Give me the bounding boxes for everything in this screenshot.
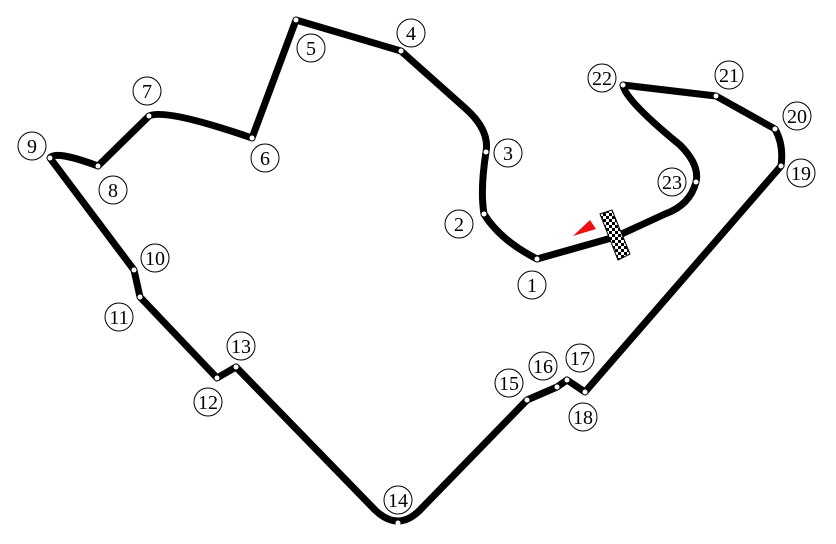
- corner-label-5: 5: [306, 38, 316, 60]
- corner-marker-16: [554, 384, 560, 390]
- corner-marker-7: [146, 113, 152, 119]
- direction-arrow-icon: [573, 220, 596, 236]
- corner-label-circle: [528, 351, 558, 381]
- corner-label-18: 18: [573, 407, 593, 429]
- corner-label-circle: [786, 158, 816, 188]
- corner-label-circle: [568, 402, 598, 432]
- corner-label-circle: [98, 175, 128, 205]
- corner-label-circle: [565, 343, 595, 373]
- corner-marker-10: [131, 267, 137, 273]
- corner-label-circle: [250, 143, 280, 173]
- corner-label-circle: [104, 302, 134, 332]
- corner-marker-9: [47, 155, 53, 161]
- corner-label-circle: [383, 485, 413, 515]
- corner-label-3: 3: [503, 143, 513, 165]
- corner-label-circle: [493, 138, 523, 168]
- corner-label-23: 23: [662, 172, 682, 194]
- corner-marker-21: [713, 93, 719, 99]
- corner-label-7: 7: [142, 81, 152, 103]
- corner-marker-2: [481, 211, 487, 217]
- corner-marker-19: [778, 163, 784, 169]
- corner-marker-22: [620, 82, 626, 88]
- corner-marker-4: [398, 48, 404, 54]
- corner-marker-13: [233, 364, 239, 370]
- corner-label-circle: [517, 270, 547, 300]
- corner-label-11: 11: [109, 307, 128, 329]
- corner-label-circle: [587, 63, 617, 93]
- corner-label-circle: [396, 18, 426, 48]
- corner-label-16: 16: [533, 356, 553, 378]
- corner-marker-12: [214, 375, 220, 381]
- corner-label-13: 13: [231, 336, 251, 358]
- corner-marker-8: [95, 163, 101, 169]
- corner-label-circle: [714, 60, 744, 90]
- corner-marker-11: [137, 294, 143, 300]
- corner-label-22: 22: [592, 68, 612, 90]
- corner-marker-20: [772, 126, 778, 132]
- corner-label-circle: [132, 76, 162, 106]
- corner-label-circle: [494, 368, 524, 398]
- corner-label-circle: [444, 209, 474, 239]
- corner-label-4: 4: [406, 23, 416, 45]
- corner-label-circle: [782, 101, 812, 131]
- corner-label-circle: [296, 33, 326, 63]
- corner-label-21: 21: [719, 65, 739, 87]
- corner-marker-17: [564, 377, 570, 383]
- corner-marker-6: [249, 135, 255, 141]
- corner-label-20: 20: [787, 106, 807, 128]
- corner-label-circle: [140, 243, 170, 273]
- corner-label-6: 6: [260, 148, 270, 170]
- corner-marker-5: [293, 17, 299, 23]
- corner-label-circle: [657, 167, 687, 197]
- corner-marker-15: [524, 397, 530, 403]
- corner-marker-1: [534, 256, 540, 262]
- corner-label-9: 9: [27, 136, 37, 158]
- corner-label-17: 17: [570, 348, 590, 370]
- corner-label-circle: [17, 131, 47, 161]
- corner-label-14: 14: [388, 490, 408, 512]
- corner-marker-14: [395, 520, 401, 526]
- corner-marker-23: [693, 179, 699, 185]
- corner-label-circle: [226, 331, 256, 361]
- corner-label-circle: [193, 387, 223, 417]
- corner-label-1: 1: [527, 275, 537, 297]
- corner-label-12: 12: [198, 392, 218, 414]
- corner-label-19: 19: [791, 163, 811, 185]
- corner-marker-18: [582, 389, 588, 395]
- corner-label-2: 2: [454, 214, 464, 236]
- corner-label-10: 10: [145, 248, 165, 270]
- corner-label-15: 15: [499, 373, 519, 395]
- corner-label-8: 8: [108, 180, 118, 202]
- start-finish-flag: [599, 209, 631, 261]
- corner-marker-3: [483, 149, 489, 155]
